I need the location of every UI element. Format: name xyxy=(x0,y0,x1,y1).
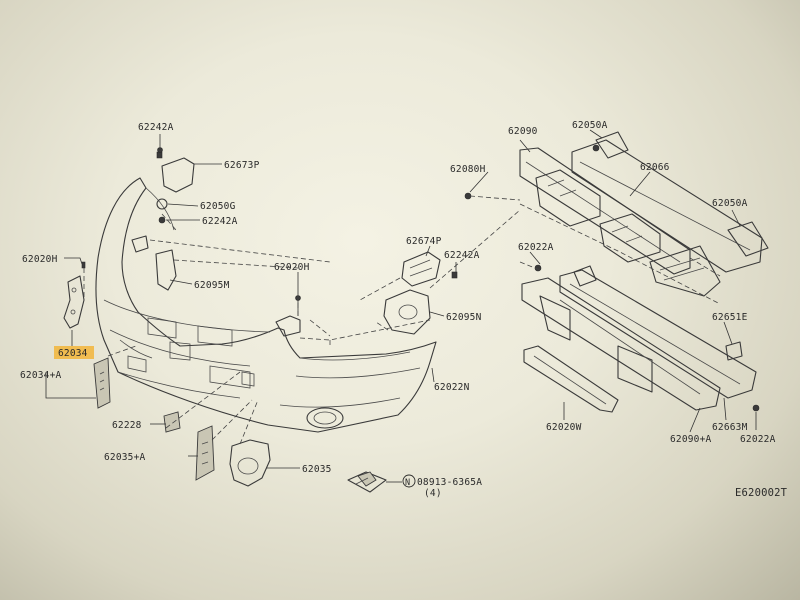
part-label: 62673P xyxy=(224,160,260,171)
part-label: 62035 xyxy=(302,464,332,475)
retainer-62095n xyxy=(383,289,431,335)
part-label: 62080H xyxy=(450,164,486,175)
trim-62228 xyxy=(163,411,181,433)
part-label: 62020H xyxy=(274,262,310,273)
side-bracket-62034 xyxy=(63,261,86,329)
bracket-62673p xyxy=(156,147,195,193)
n-symbol-circle xyxy=(402,474,416,488)
clip-62651e xyxy=(725,341,743,361)
part-label: 62050G xyxy=(200,201,236,212)
reinforcement-62090a xyxy=(559,265,757,399)
part-label: 62050A xyxy=(712,198,748,209)
part-label: 62095M xyxy=(194,280,230,291)
retainer-62095m xyxy=(131,235,177,291)
diagram-id: E620002T xyxy=(735,487,788,499)
highlight-62034 xyxy=(54,346,94,359)
part-label: 62022N xyxy=(434,382,470,393)
part-label: 62035+A xyxy=(104,452,146,463)
part-label: 62095N xyxy=(446,312,482,323)
part-label: 62066 xyxy=(640,162,670,173)
part-label: 62674P xyxy=(406,236,442,247)
part-labels: 62242A 62673P 62050G 62242A 62020H 62095… xyxy=(20,120,776,475)
fastener-symbol: N xyxy=(405,478,410,488)
assembly-lines xyxy=(83,195,721,445)
fastener-qty: (4) xyxy=(424,488,442,499)
part-label: 62242A xyxy=(202,216,238,227)
part-label: 62020H xyxy=(22,254,58,265)
part-label: 62050A xyxy=(572,120,608,131)
lower-strip-62020w xyxy=(523,345,619,413)
part-label: 62242A xyxy=(138,122,174,133)
part-label: 62022A xyxy=(518,242,554,253)
fastener-callout: N 08913-6365A (4) xyxy=(386,474,482,499)
part-label: 62034+A xyxy=(20,370,62,381)
energy-absorber-62066 xyxy=(571,131,769,297)
part-label: 62663M xyxy=(712,422,748,433)
reinforcement-62090 xyxy=(519,147,691,275)
clip-62050g xyxy=(156,198,168,224)
fastener-code: 08913-6365A xyxy=(417,477,482,488)
part-label: 62242A xyxy=(444,250,480,261)
part-label: 62022A xyxy=(740,434,776,445)
part-label-highlighted: 62034 xyxy=(58,348,88,359)
lower-trim-62034a xyxy=(93,357,111,409)
clip-08913-6365a xyxy=(347,471,387,493)
fasteners-right xyxy=(464,144,760,412)
part-label: 62020W xyxy=(546,422,582,433)
part-label: 62651E xyxy=(712,312,748,323)
fog-bracket-62035 xyxy=(229,439,271,487)
part-label: 62228 xyxy=(112,420,142,431)
fog-cover-62035a xyxy=(195,425,215,481)
part-label: 62090 xyxy=(508,126,538,137)
front-bumper-fascia xyxy=(95,177,437,433)
leader-lines xyxy=(45,129,757,469)
lower-beam-62020w xyxy=(521,277,721,411)
part-label: 62090+A xyxy=(670,434,712,445)
